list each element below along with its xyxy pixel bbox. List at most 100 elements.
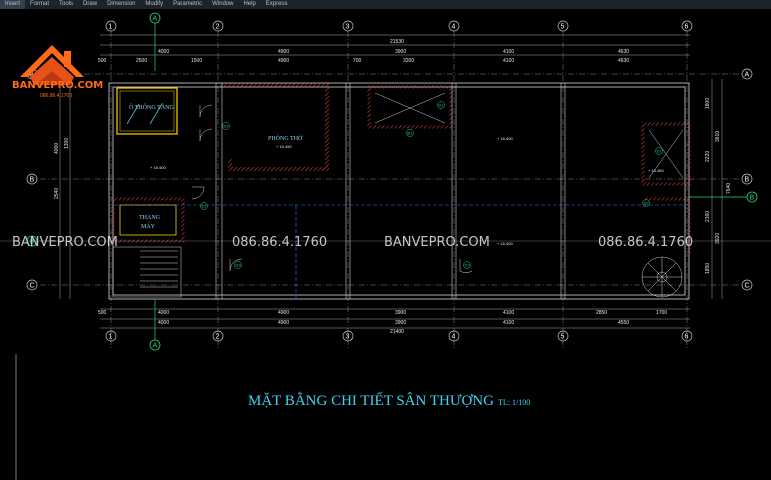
- menu-modify[interactable]: Modify: [145, 1, 164, 7]
- tag-8: D1: [657, 149, 663, 154]
- tag-4: D2: [644, 201, 650, 206]
- right-skylight: [641, 122, 691, 186]
- menu-bar: Insert Format Tools Draw Dimension Modif…: [0, 0, 771, 9]
- elev-2: + 16.400: [497, 136, 513, 141]
- logo-name: BANVEPRO.COM: [12, 80, 104, 91]
- menu-dimension[interactable]: Dimension: [107, 1, 136, 7]
- dim-top2-3: 1500: [191, 58, 202, 64]
- dim-overall-bottom: 21400: [390, 329, 404, 335]
- dimension-lines: [59, 34, 723, 329]
- stairs-left: [112, 246, 182, 298]
- section-arrows: [154, 23, 747, 340]
- watermark-phone-2: 086.86.4.1760: [598, 235, 693, 250]
- room-label-shaft: Ô THÔNG TẦNG: [129, 103, 174, 111]
- drawing-scale: TL: 1/100: [497, 398, 531, 407]
- dim-bottom2-1: 4000: [158, 320, 169, 326]
- dim-right-7: 1850: [705, 263, 711, 274]
- doors: [191, 104, 473, 273]
- dim-bottom-4: 3900: [395, 310, 406, 316]
- watermark-brand-2: BANVEPRO.COM: [384, 235, 490, 250]
- menu-draw[interactable]: Draw: [83, 1, 98, 7]
- dim-right-5: 2160: [705, 211, 711, 222]
- dim-right-4: 7640: [726, 183, 732, 194]
- drawing-title-main: MẶT BẰNG CHI TIẾT SÂN THƯỢNG: [248, 393, 494, 409]
- elev-1: + 16.400: [150, 165, 166, 170]
- door-tags: [200, 101, 663, 269]
- grid-label-4-bottom: 4: [452, 334, 456, 341]
- room-label-elevator-1: THANG: [139, 215, 161, 221]
- grid-label-4-top: 4: [452, 24, 456, 31]
- grid-label-2-bottom: 2: [216, 334, 220, 341]
- dim-right-3: 2220: [705, 151, 711, 162]
- grid-label-C-right: C: [745, 283, 750, 290]
- dim-top2-8: 4630: [618, 58, 629, 64]
- grid-label-B-left: B: [30, 177, 35, 184]
- grid-lines: [40, 31, 740, 349]
- elev-3: + 16.400: [497, 241, 513, 246]
- dim-bottom-6: 2850: [596, 310, 607, 316]
- shaft-room-outline: [116, 87, 178, 135]
- grid-label-6-bottom: 6: [685, 334, 689, 341]
- elev-worship: + 16.450: [276, 144, 292, 149]
- dim-right-6: 3920: [715, 233, 721, 244]
- menu-insert[interactable]: Insert: [0, 0, 26, 9]
- dim-bottom-2: 4000: [158, 310, 169, 316]
- grid-label-B-right: B: [745, 177, 750, 184]
- dim-top2-2: 2500: [136, 58, 147, 64]
- dim-top2-7: 4100: [503, 58, 514, 64]
- dim-top-5: 4630: [618, 49, 629, 55]
- tag-7: D1: [439, 103, 445, 108]
- grid-label-5-top: 5: [561, 24, 565, 31]
- spiral-stair: [641, 256, 683, 298]
- drawing-canvas[interactable]: 1 2 3 4 5 6 A 1 2 3 4 5 6 A A B C A B C …: [0, 9, 771, 480]
- dim-right-1: 1800: [705, 98, 711, 109]
- dim-top-1: 4000: [158, 49, 169, 55]
- room-label-elevator-2: MÁY: [141, 222, 156, 230]
- dim-left-2: 1300: [64, 138, 70, 149]
- tag-3: Đ1: [408, 131, 414, 136]
- grid-label-3-bottom: 3: [346, 334, 350, 341]
- menu-parametric[interactable]: Parametric: [173, 1, 203, 7]
- grid-label-A-left: A: [30, 72, 35, 79]
- dim-top-4: 4100: [503, 49, 514, 55]
- section-label-bottom: A: [153, 343, 158, 350]
- outer-walls: [108, 82, 690, 300]
- menu-help[interactable]: Help: [243, 1, 256, 7]
- dim-top2-4: 4900: [278, 58, 289, 64]
- section-label-left: B: [30, 239, 35, 246]
- menu-express[interactable]: Express: [265, 1, 288, 7]
- grid-label-2-top: 2: [216, 24, 220, 31]
- watermark-phone-1: 086.86.4.1760: [232, 235, 327, 250]
- dim-top2-5: 700: [353, 58, 362, 64]
- floor-plan[interactable]: 1 2 3 4 5 6 A 1 2 3 4 5 6 A A B C A B C …: [0, 9, 771, 480]
- dim-bottom-7: 1700: [656, 310, 667, 316]
- elev-4: + 16.450: [648, 168, 664, 173]
- tag-5: D3: [236, 263, 242, 268]
- room-label-worship: PHÒNG THỜ: [268, 134, 303, 142]
- grid-label-1-top: 1: [109, 24, 113, 31]
- dim-bottom2-4: 4100: [503, 320, 514, 326]
- dim-overall-top: 21530: [390, 39, 404, 45]
- tag-6: D3: [465, 263, 471, 268]
- section-label-right: B: [750, 195, 755, 202]
- tag-2: D1: [202, 204, 208, 209]
- menu-tools[interactable]: Tools: [59, 1, 74, 7]
- dim-top-3: 3900: [395, 49, 406, 55]
- partitions: [215, 83, 566, 299]
- grid-bubbles-top: [105, 20, 693, 32]
- grid-label-3-top: 3: [346, 24, 350, 31]
- dim-bottom-5: 4100: [503, 310, 514, 316]
- dim-bottom2-3: 3900: [395, 320, 406, 326]
- grid-label-C-left: C: [30, 283, 35, 290]
- dim-bottom2-5: 4550: [618, 320, 629, 326]
- menu-format[interactable]: Format: [30, 1, 50, 7]
- logo-phone: 086.86.4.1760: [40, 93, 72, 99]
- section-label-top: A: [153, 16, 158, 23]
- dim-bottom-1: 500: [98, 310, 107, 316]
- dim-bottom-3: 4900: [278, 310, 289, 316]
- menu-window[interactable]: Window: [212, 1, 234, 7]
- grid-label-6-top: 6: [685, 24, 689, 31]
- dim-top2-1: 500: [98, 58, 107, 64]
- dim-left-1: 4000: [54, 143, 60, 154]
